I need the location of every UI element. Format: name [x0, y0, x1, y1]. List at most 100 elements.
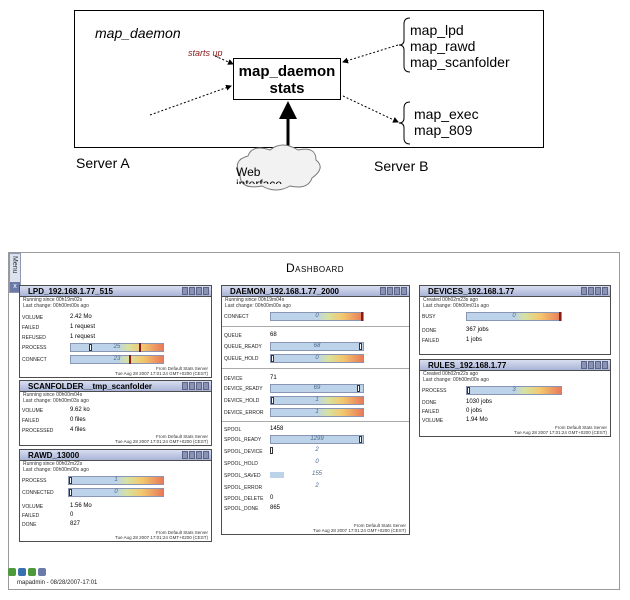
gauge-row: BUSY 0 — [420, 312, 610, 322]
dashboard-title: Dashboard — [9, 261, 621, 275]
refresh-icon[interactable] — [18, 568, 26, 576]
gauge-fill — [270, 472, 284, 478]
config-icon[interactable] — [588, 361, 594, 369]
gauge-row: SPOOL_READY 1299 — [222, 435, 409, 445]
gauge-handle[interactable] — [69, 477, 72, 484]
gauge-marker — [559, 312, 561, 321]
gauge-handle[interactable] — [271, 397, 274, 404]
config-icon[interactable] — [588, 287, 594, 295]
footer-date: Tue Aug 28 2007 17:01:24 GMT+0200 (CEST) — [114, 535, 208, 540]
minimize-icon[interactable] — [196, 287, 202, 295]
gauge-handle[interactable] — [359, 343, 362, 350]
gauge-handle[interactable] — [270, 447, 273, 454]
print-icon[interactable] — [38, 568, 46, 576]
spool-ready-gauge: 1299 — [270, 435, 364, 444]
stat-value: 0 — [70, 512, 74, 518]
minimize-icon[interactable] — [196, 382, 202, 390]
gauge-label: CONNECT — [224, 314, 249, 320]
process-gauge: 25 — [70, 343, 164, 352]
refresh-icon[interactable] — [581, 361, 587, 369]
gauge-label: DEVICE_HOLD — [224, 398, 260, 404]
gauge-label: SPOOL_HOLD — [224, 461, 258, 467]
gauge-marker — [129, 355, 131, 364]
arrow-bottom-group — [342, 95, 399, 123]
spool-error-gauge: 2 — [270, 483, 364, 492]
gauge-row: CONNECT 23 — [20, 355, 211, 365]
footer-source: From Default Stats Server — [155, 530, 208, 535]
running-since: Running since 00h19m04s — [225, 297, 285, 303]
menu-label: Menu — [11, 256, 18, 274]
close-icon[interactable] — [203, 451, 209, 459]
stat-value: 1 request — [70, 324, 96, 330]
menu-tab[interactable]: Menu x — [9, 253, 21, 293]
menu-close-icon[interactable]: x — [10, 282, 20, 292]
gauge-handle[interactable] — [467, 387, 470, 394]
last-change: Last change: 00h00m00s ago — [225, 303, 291, 309]
stats-box-line-2: stats — [269, 80, 305, 97]
gauge-row: DEVICE_ERROR 1 — [222, 408, 409, 418]
config-icon[interactable] — [189, 451, 195, 459]
refresh-icon[interactable] — [581, 287, 587, 295]
footer-date: Tue Aug 28 2007 17:01:24 GMT+0200 (CEST) — [312, 528, 406, 533]
close-icon[interactable] — [602, 361, 608, 369]
group-item: map_exec — [414, 106, 479, 122]
process-gauge: 1 — [68, 476, 164, 485]
gauge-value: 1 — [315, 409, 319, 415]
refresh-icon[interactable] — [182, 287, 188, 295]
process-gauge: 3 — [466, 386, 562, 395]
close-icon[interactable] — [602, 287, 608, 295]
gauge-handle[interactable] — [89, 344, 92, 351]
gauge-row: DEVICE_READY 69 — [222, 384, 409, 394]
panel-title: SCANFOLDER__tmp_scanfolder — [20, 381, 211, 392]
minimize-icon[interactable] — [595, 361, 601, 369]
stat-label: VOLUME — [22, 504, 44, 510]
gauge-handle[interactable] — [357, 385, 360, 392]
stat-value: 1 request — [70, 334, 96, 340]
gauge-row: SPOOL_ERROR 2 — [222, 483, 409, 493]
gauge-value: 155 — [311, 471, 322, 477]
close-icon[interactable] — [203, 382, 209, 390]
gauge-label: SPOOL_ERROR — [224, 485, 263, 491]
panel-footer: From Default Stats Server Tue Aug 28 200… — [115, 366, 208, 376]
gauge-handle[interactable] — [69, 489, 72, 496]
starts-up-label: starts up — [188, 48, 223, 58]
gauge-handle[interactable] — [359, 436, 362, 443]
gauge-value: 2 — [315, 483, 319, 489]
forward-arrow-icon[interactable] — [28, 568, 36, 576]
gauge-row: PROCESS 3 — [420, 386, 610, 396]
config-icon[interactable] — [189, 287, 195, 295]
config-icon[interactable] — [387, 287, 393, 295]
config-icon[interactable] — [189, 382, 195, 390]
refresh-icon[interactable] — [380, 287, 386, 295]
stat-label: QUEUE — [224, 333, 242, 339]
close-icon[interactable] — [203, 287, 209, 295]
gauge-value: 0 — [315, 459, 319, 465]
status-bar-text: mapadmin - 08/28/2007-17:01 — [17, 580, 98, 586]
refresh-icon[interactable] — [182, 382, 188, 390]
minimize-icon[interactable] — [394, 287, 400, 295]
panel-title-text: DEVICES_192.168.1.77 — [428, 287, 515, 296]
gauge-handle[interactable] — [271, 355, 274, 362]
spool-hold-gauge: 0 — [270, 459, 364, 468]
minimize-icon[interactable] — [196, 451, 202, 459]
bracket-top — [398, 17, 411, 73]
gauge-row: CONNECT 0 — [222, 312, 409, 322]
stat-label: DONE — [422, 328, 437, 334]
panel-controls — [182, 287, 209, 295]
panel-controls — [182, 451, 209, 459]
refresh-icon[interactable] — [182, 451, 188, 459]
bottom-toolbar — [8, 568, 46, 576]
close-icon[interactable] — [401, 287, 407, 295]
back-arrow-icon[interactable] — [8, 568, 16, 576]
panel-rawd: RAWD_13000 Running since 00h02m22s Last … — [19, 449, 212, 542]
panel-title-text: RAWD_13000 — [28, 451, 80, 460]
minimize-icon[interactable] — [595, 287, 601, 295]
stat-value: 4 files — [70, 427, 86, 433]
stat-value: 827 — [70, 521, 81, 527]
group-item: map_809 — [414, 122, 473, 138]
